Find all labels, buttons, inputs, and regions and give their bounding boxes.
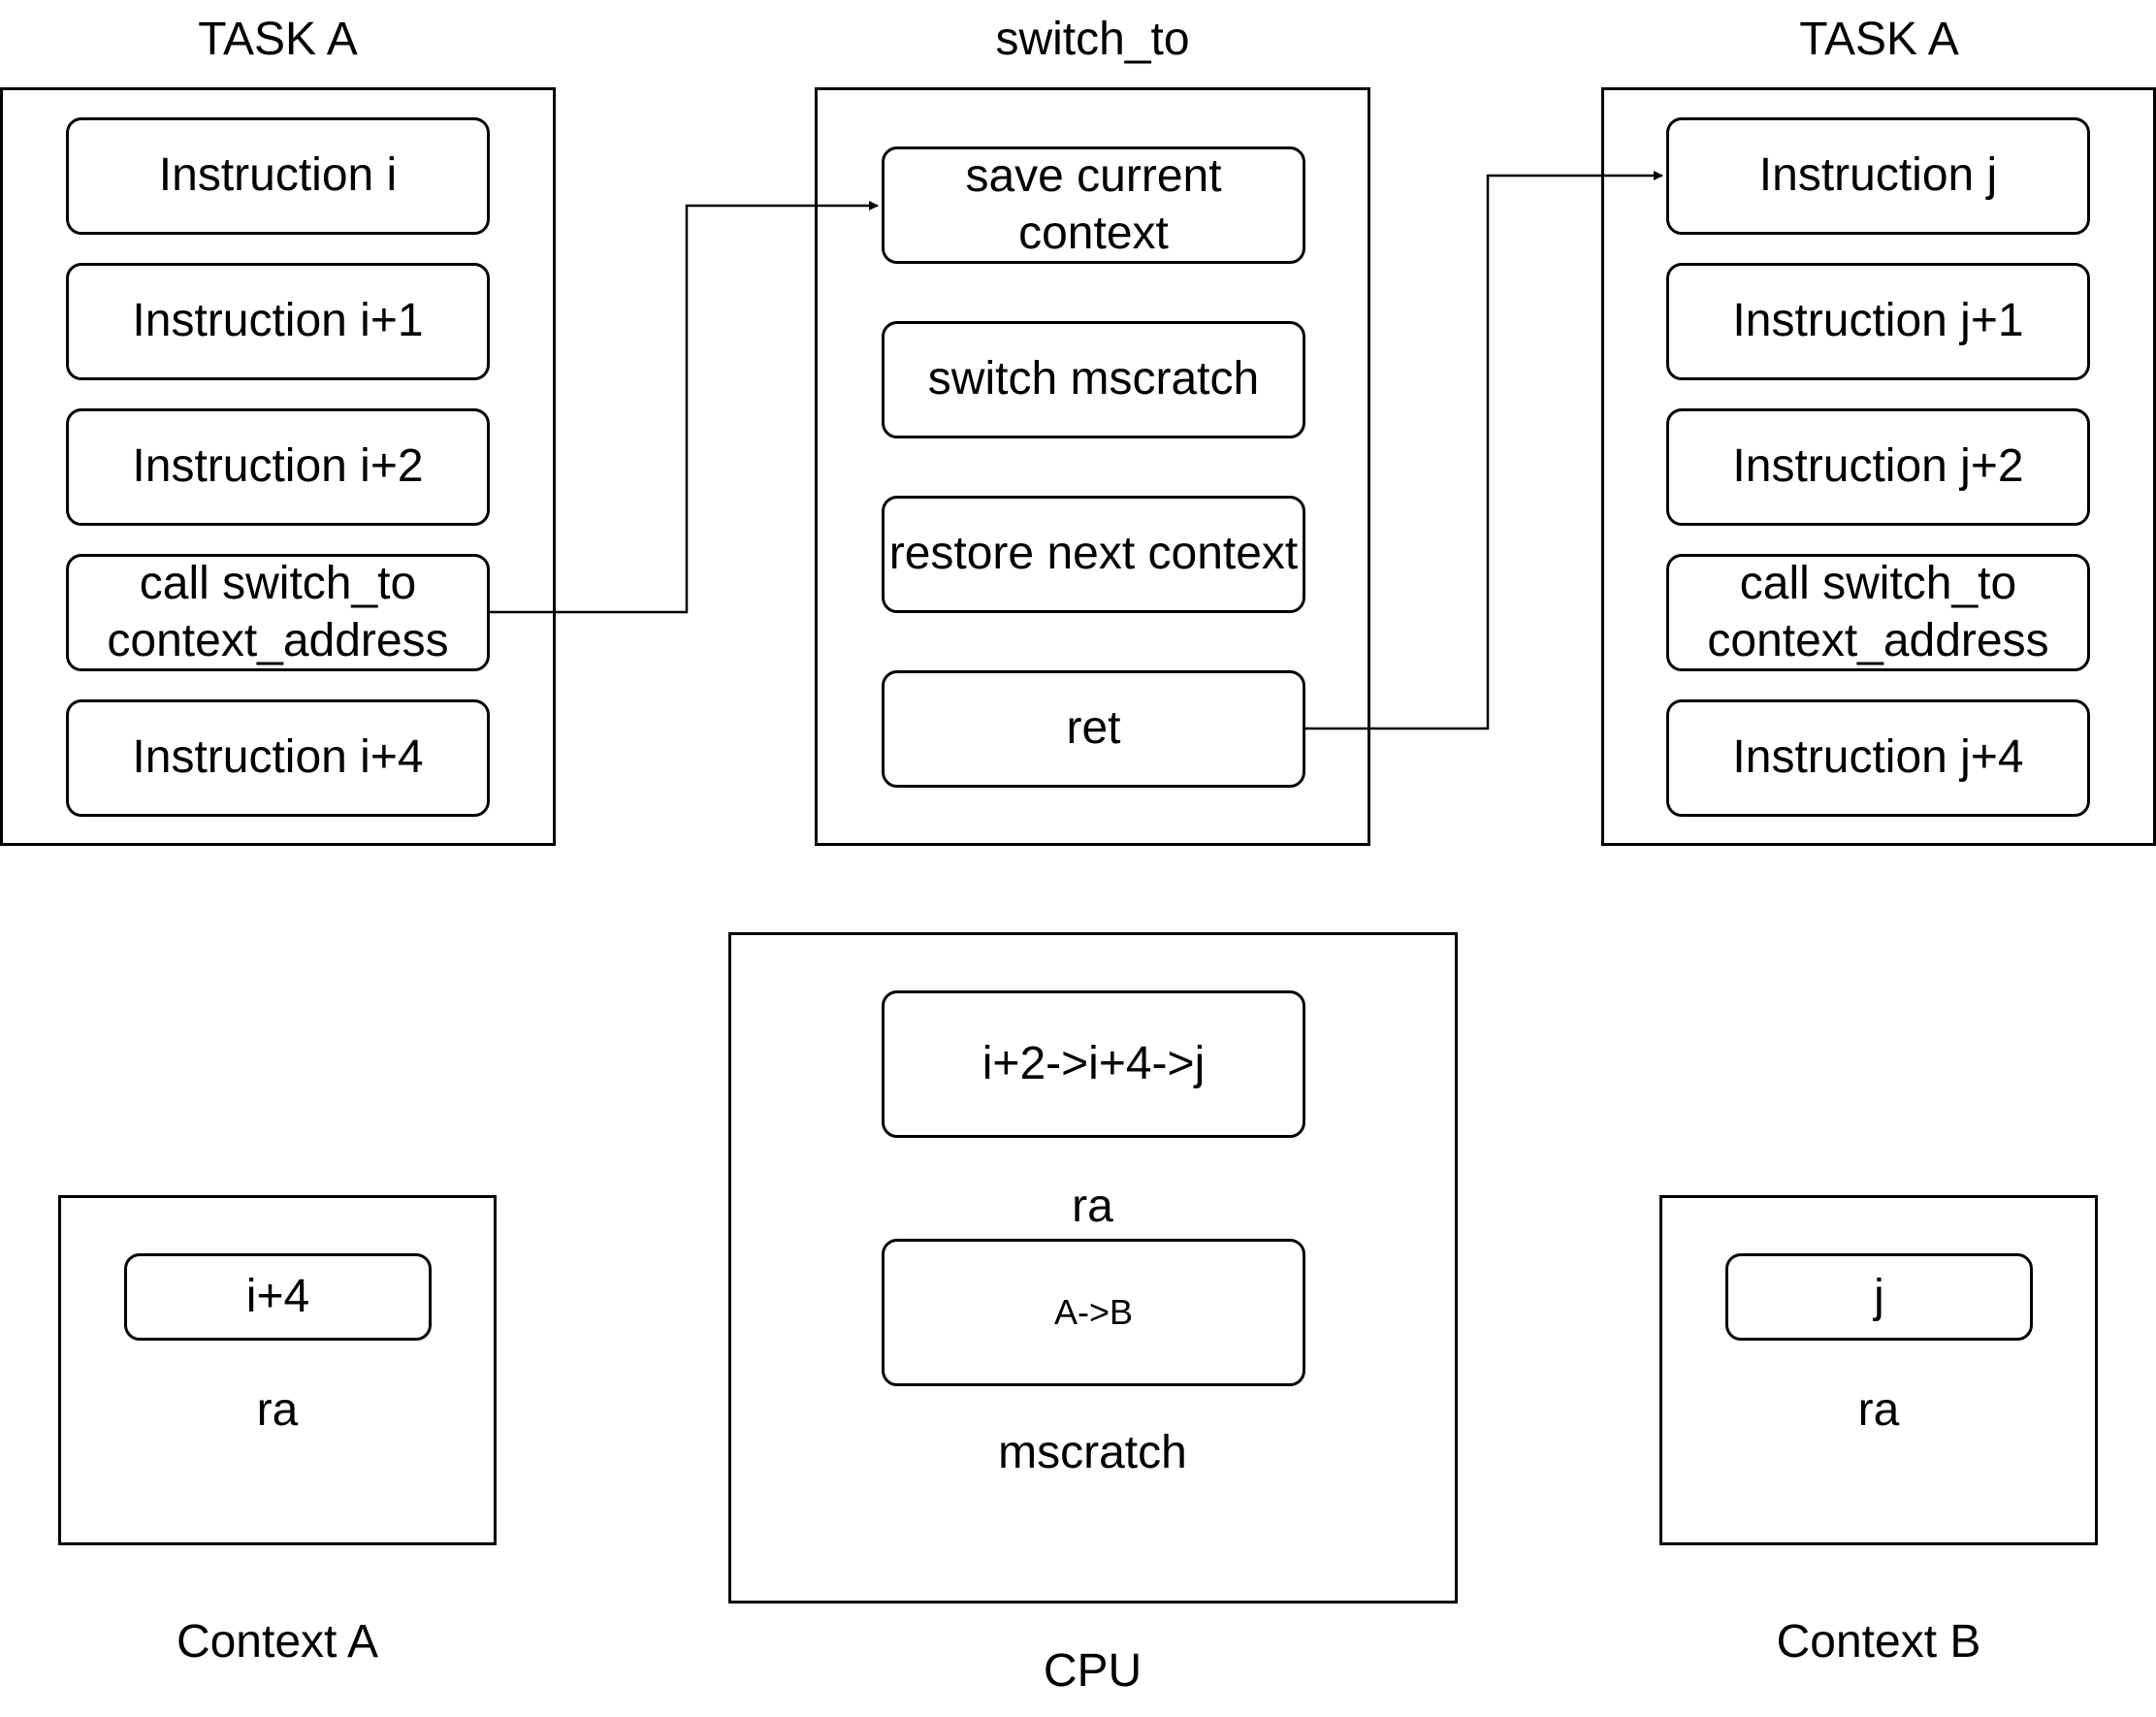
switch-to-title: switch_to — [995, 14, 1190, 65]
task-right-instruction-j: Instruction j — [1666, 117, 2090, 235]
cpu-ra-value: i+2->i+4->j — [882, 990, 1305, 1138]
cpu-mscratch-value: A->B — [882, 1239, 1305, 1386]
switch-to-switch-mscratch: switch mscratch — [882, 321, 1305, 438]
task-left-call-switch-to: call switch_to context_address — [66, 554, 490, 671]
context-b-caption: Context B — [1776, 1616, 1981, 1668]
task-left-instruction-i4: Instruction i+4 — [66, 699, 490, 817]
switch-to-save-context: save current context — [882, 146, 1305, 264]
task-right-instruction-j4: Instruction j+4 — [1666, 699, 2090, 817]
switch-to-restore-context: restore next context — [882, 496, 1305, 613]
context-b-ra-value: j — [1725, 1253, 2033, 1341]
cpu-mscratch-label: mscratch — [998, 1427, 1187, 1478]
context-b-ra-label: ra — [1857, 1384, 1900, 1436]
task-left-instruction-i: Instruction i — [66, 117, 490, 235]
task-right-instruction-j1: Instruction j+1 — [1666, 263, 2090, 380]
task-left-instruction-i2: Instruction i+2 — [66, 408, 490, 526]
context-a-ra-value: i+4 — [124, 1253, 432, 1341]
call-to-save-arrow — [490, 201, 879, 614]
task-right-instruction-j2: Instruction j+2 — [1666, 408, 2090, 526]
task-right-title: TASK A — [1799, 14, 1959, 65]
context-a-ra-label: ra — [256, 1384, 299, 1436]
task-right-call-switch-to: call switch_to context_address — [1666, 554, 2090, 671]
cpu-caption: CPU — [1043, 1645, 1142, 1697]
task-left-instruction-i1: Instruction i+1 — [66, 263, 490, 380]
ret-to-instruction-j-arrow — [1305, 171, 1663, 730]
task-left-title: TASK A — [198, 14, 358, 65]
switch-to-ret: ret — [882, 670, 1305, 788]
context-a-caption: Context A — [176, 1616, 379, 1668]
cpu-ra-label: ra — [1072, 1181, 1113, 1232]
